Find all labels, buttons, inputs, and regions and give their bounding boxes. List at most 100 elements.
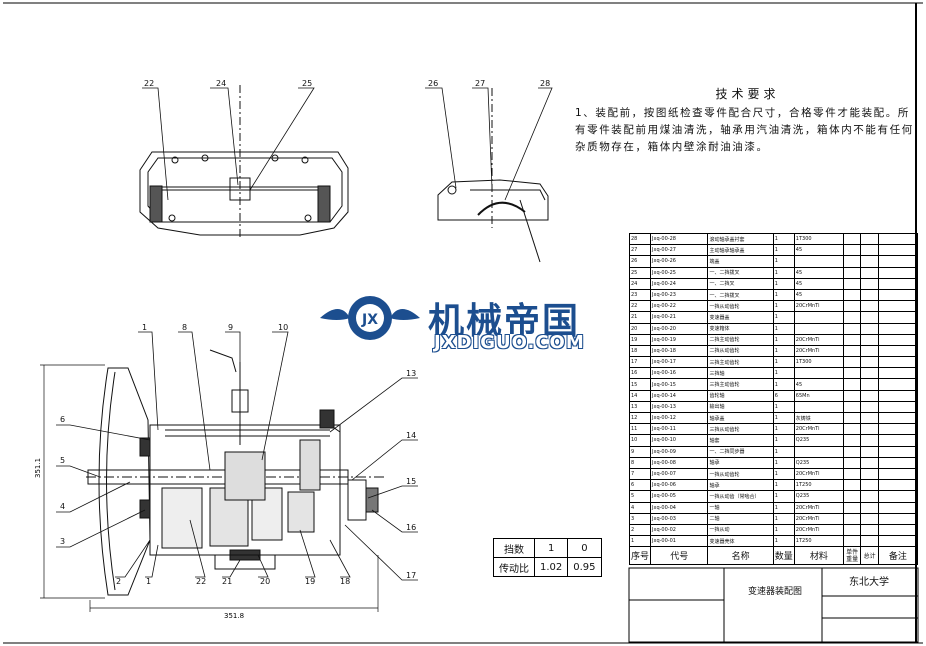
bom-cell <box>860 456 879 469</box>
tech-text: 1、装配前，按图纸检查零件配合尺寸，合格零件才能装配。所有零件装配前用煤油清洗，… <box>575 107 914 153</box>
bom-cell: 1 <box>772 232 795 246</box>
bom-header-cell: 序号 <box>628 546 652 566</box>
callout-1-top: 1 <box>142 323 147 332</box>
bom-cell <box>860 244 879 257</box>
bom-cell <box>860 490 879 503</box>
bom-cell <box>860 344 879 358</box>
bom-cell: 27 <box>628 244 652 257</box>
bom-cell: 三挡从动齿轮 <box>707 423 774 436</box>
tech-title: 技术要求 <box>715 87 780 101</box>
bom-cell: 14 <box>628 389 652 402</box>
bom-cell: 1 <box>772 400 795 414</box>
bom-header-cell: 代号 <box>650 546 709 566</box>
bom-cell <box>877 344 919 358</box>
bom-header-row: 序号 代号 名称 数量 材料 单件重量 总计 备注 <box>628 546 919 566</box>
bom-cell <box>842 535 862 548</box>
gear-cell: 1 <box>533 538 569 558</box>
bom-cell: 18 <box>628 344 652 358</box>
bom-cell <box>877 456 919 469</box>
bom-cell: 20CrMnTi <box>793 300 844 313</box>
bom-cell: 轴承 <box>707 456 774 469</box>
bom-cell <box>842 411 862 425</box>
bom-cell <box>842 512 862 525</box>
bom-cell: 20CrMnTi <box>793 333 844 346</box>
bom-header-cell: 备注 <box>877 546 919 566</box>
watermark-logo-cn: 机械帝国 <box>428 301 581 342</box>
bom-cell: Jxq-00-27 <box>650 244 709 257</box>
drawing-title: 变速器装配图 <box>748 587 803 597</box>
gear-ratio-table: 挡数 1 0 传动比 1.02 0.95 <box>493 538 602 577</box>
gear-cell: 0.95 <box>567 557 602 577</box>
bom-cell <box>860 277 879 290</box>
bom-cell <box>842 367 862 380</box>
bom-cell <box>877 535 919 548</box>
bom-cell: Jxq-00-20 <box>650 322 709 335</box>
bom-cell <box>842 266 862 279</box>
bom-cell: 45 <box>793 244 844 257</box>
callout-25: 25 <box>302 79 312 88</box>
bom-cell: 1 <box>772 356 795 369</box>
bom-cell: Jxq-00-05 <box>650 490 709 503</box>
bom-cell <box>860 333 879 346</box>
bom-cell <box>793 311 844 324</box>
bom-cell: Jxq-00-08 <box>650 456 709 469</box>
bom-cell <box>842 288 862 302</box>
callout-5: 5 <box>60 456 65 465</box>
callout-4: 4 <box>60 502 65 511</box>
bom-cell <box>860 356 879 369</box>
bom-cell: 16 <box>628 367 652 380</box>
bom-cell: 45 <box>793 266 844 279</box>
bom-cell: 1 <box>772 535 795 548</box>
bom-cell: Jxq-00-06 <box>650 479 709 492</box>
bom-cell: 11 <box>628 423 652 436</box>
bom-cell <box>860 322 879 335</box>
main-leaders <box>56 331 418 581</box>
bom-cell: Jxq-00-24 <box>650 277 709 290</box>
bom-cell: 一挡从动齿轮 <box>707 467 774 481</box>
callout-18: 18 <box>340 577 350 586</box>
bom-cell <box>860 423 879 436</box>
bom-cell: 1 <box>772 244 795 257</box>
bom-cell: 轴承 <box>707 479 774 492</box>
bom-cell: 1 <box>772 512 795 525</box>
bom-cell: 21 <box>628 311 652 324</box>
bom-cell <box>877 512 919 525</box>
bom-cell: 二挡主动齿轮 <box>707 333 774 346</box>
bom-cell <box>860 512 879 525</box>
cover-leaders <box>142 87 315 201</box>
bom-cell: Jxq-00-17 <box>650 356 709 369</box>
bom-header-single: 单件 <box>846 548 859 556</box>
bom-cell: 8 <box>628 456 652 469</box>
callout-2-bottom: 2 <box>116 577 121 586</box>
bom-cell <box>877 434 919 447</box>
bom-cell <box>842 400 862 414</box>
bom-cell <box>842 322 862 335</box>
bom-cell: 一轴 <box>707 501 774 514</box>
bom-cell <box>842 378 862 391</box>
logo-emblem: JX <box>320 296 420 340</box>
bom-cell <box>877 467 919 481</box>
bom-cell: 1 <box>772 456 795 469</box>
bom-cell: 1 <box>772 467 795 481</box>
bom-cell: Jxq-00-12 <box>650 411 709 425</box>
bom-cell <box>842 456 862 469</box>
callout-17: 17 <box>406 571 416 580</box>
dim-width: 351.8 <box>224 612 244 620</box>
bom-cell: 3 <box>628 512 652 525</box>
bom-cell <box>877 367 919 380</box>
bom-cell: Jxq-00-09 <box>650 445 709 458</box>
bom-cell: 10 <box>628 434 652 447</box>
bom-cell: 三挡主动齿轮 <box>707 356 774 369</box>
bom-cell: 端盖 <box>707 255 774 268</box>
bom-cell <box>860 445 879 458</box>
bom-cell: 7 <box>628 467 652 481</box>
bom-cell: 主动轴承轴承盖 <box>707 244 774 257</box>
callout-13: 13 <box>406 369 416 378</box>
bom-cell: Q235 <box>793 434 844 447</box>
